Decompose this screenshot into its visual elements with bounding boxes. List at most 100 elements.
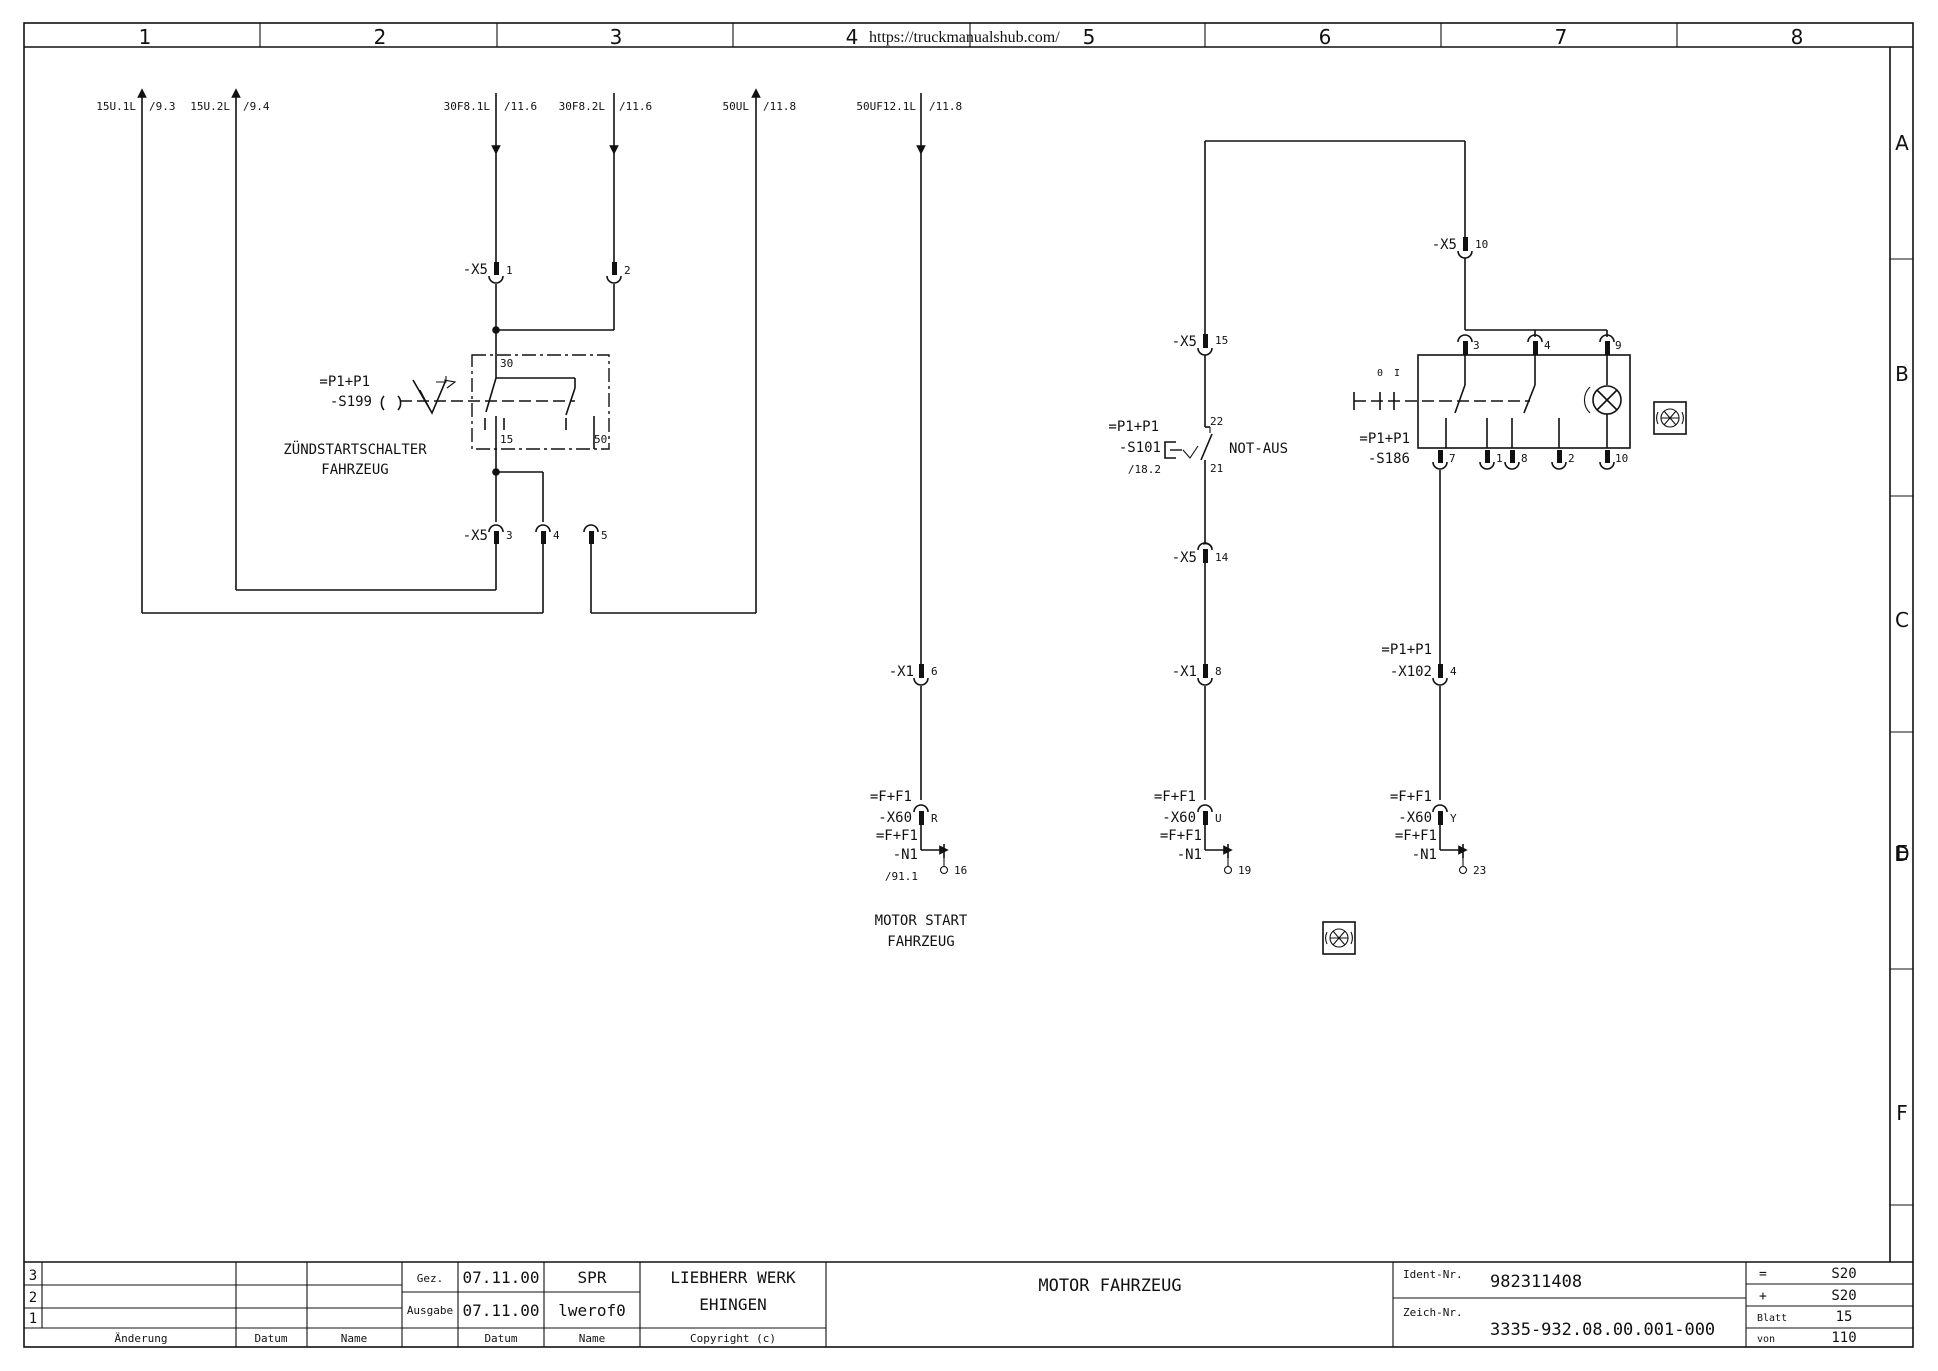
drawing-title: MOTOR FAHRZEUG (1038, 1276, 1181, 1296)
col-4: 4 (846, 25, 859, 49)
x60-location-u: =F+F1 (1154, 789, 1196, 805)
col-7: 7 (1555, 25, 1568, 49)
plus-value: S20 (1831, 1288, 1856, 1304)
pin-s101-22: 22 (1210, 415, 1223, 428)
n1-tag-23: -N1 (1412, 847, 1437, 863)
column-labels: 1 2 3 4 5 6 7 8 (139, 25, 1804, 49)
rev-1: 1 (29, 1311, 37, 1327)
gez-date: 07.11.00 (462, 1268, 539, 1287)
ref-name-15u1l: 15U.1L (96, 100, 136, 113)
x102-tag: -X102 (1390, 664, 1432, 680)
s101-ref: /18.2 (1128, 463, 1161, 476)
s186-pos-0: 0 (1377, 368, 1383, 379)
s101-tag: -S101 (1119, 440, 1161, 456)
s199-location: =P1+P1 (319, 374, 370, 390)
pin-x5-1: 1 (506, 264, 513, 277)
steering-symbol-icon-2 (1322, 921, 1356, 955)
s186-tag: -S186 (1368, 451, 1410, 467)
pin-x5-14: 14 (1215, 551, 1229, 564)
ausgabe-date: 07.11.00 (462, 1301, 539, 1320)
s186-pos-i: I (1394, 368, 1400, 379)
row-c: C (1895, 608, 1909, 632)
col-8: 8 (1791, 25, 1804, 49)
pin-s186-1: 1 (1496, 452, 1503, 465)
pin-x5-4: 4 (553, 529, 560, 542)
x102-location: =P1+P1 (1381, 642, 1432, 658)
pin-x60-y: Y (1450, 812, 1457, 825)
ignition-title-2: FAHRZEUG (321, 462, 388, 478)
s101-location: =P1+P1 (1108, 419, 1159, 435)
n1-ref: /91.1 (885, 870, 918, 883)
pin-s186-8: 8 (1521, 452, 1528, 465)
ignition-title-1: ZÜNDSTARTSCHALTER (283, 440, 427, 458)
n1-tag-19: -N1 (1177, 847, 1202, 863)
eq-value: S20 (1831, 1266, 1856, 1282)
pin-x60-r: R (931, 812, 938, 825)
row-f: F (1896, 1101, 1908, 1125)
blatt-label: Blatt (1757, 1313, 1787, 1324)
pin-sw-30: 30 (500, 357, 513, 370)
ignition-labels: -X5 1 2 =P1+P1 -S199 30 15 50 ZÜNDSTARTS… (283, 262, 630, 544)
x1-label-8: -X1 (1172, 664, 1197, 680)
pin-x60-u: U (1215, 812, 1222, 825)
ignition-circuit (137, 88, 761, 614)
s199-tag: -S199 (330, 394, 372, 410)
ausgabe-name: lwerof0 (558, 1301, 625, 1320)
gez-name: SPR (578, 1268, 607, 1287)
row-labels: A B C D F (1894, 131, 1909, 1125)
title-block (24, 1262, 1913, 1347)
motor-start-title-2: FAHRZEUG (887, 934, 954, 950)
rev-header-datum: Datum (254, 1332, 287, 1345)
col-3: 3 (610, 25, 623, 49)
reference-labels: 15U.1L /9.3 15U.2L /9.4 30F8.1L /11.6 30… (96, 100, 962, 113)
pin-x5-2: 2 (624, 264, 631, 277)
rev-header-aenderung: Änderung (115, 1332, 168, 1345)
x5-label-1: -X5 (463, 262, 488, 278)
x5-label-10: -X5 (1432, 237, 1457, 253)
n1-location-23: =F+F1 (1395, 828, 1437, 844)
pin-s101-21: 21 (1210, 462, 1223, 475)
x1-label-6: -X1 (889, 664, 914, 680)
ausgabe-label: Ausgabe (407, 1304, 453, 1317)
pin-sw-50: 50 (594, 433, 607, 446)
ident-value: 982311408 (1490, 1272, 1582, 1292)
ref-name-30f82l: 30F8.2L (559, 100, 606, 113)
col-6: 6 (1319, 25, 1332, 49)
n1-location-16: =F+F1 (876, 828, 918, 844)
pin-s186-10: 10 (1615, 452, 1628, 465)
pin-s186-2: 2 (1568, 452, 1575, 465)
row-b: B (1895, 362, 1909, 386)
s186-labels: -X5 10 3 4 9 0 I =P1+P1 -S186 7 1 8 2 10… (1359, 237, 1628, 877)
ref-name-30f81l: 30F8.1L (444, 100, 491, 113)
pin-s186-4: 4 (1544, 339, 1551, 352)
company-line-2: EHINGEN (699, 1295, 766, 1314)
ref-target-30f81l: /11.6 (504, 100, 537, 113)
n1-tag-16: -N1 (893, 847, 918, 863)
x60-location-r: =F+F1 (870, 789, 912, 805)
not-aus-labels: -X5 15 22 =P1+P1 -S101 /18.2 21 NOT-AUS … (1108, 334, 1288, 877)
n1-location-19: =F+F1 (1160, 828, 1202, 844)
pin-n1-23: 23 (1473, 864, 1486, 877)
col-5: 5 (1083, 25, 1096, 49)
rev-2: 2 (29, 1290, 37, 1306)
s186-circuit (1353, 141, 1631, 875)
pin-x5-15: 15 (1215, 334, 1228, 347)
plus-label: + (1759, 1289, 1767, 1304)
pin-sw-15: 15 (500, 433, 513, 446)
ident-label: Ident-Nr. (1403, 1268, 1463, 1281)
company-line-1: LIEBHERR WERK (670, 1268, 796, 1287)
von-label: von (1757, 1334, 1775, 1345)
pin-x5-5: 5 (601, 529, 608, 542)
not-aus-circuit (1164, 140, 1465, 875)
pin-s186-9: 9 (1615, 339, 1622, 352)
pin-x1-8: 8 (1215, 665, 1222, 678)
x5-label-14: -X5 (1172, 550, 1197, 566)
row-a: A (1895, 131, 1909, 155)
motor-start-circuit (913, 93, 949, 875)
ref-target-50ul: /11.8 (763, 100, 796, 113)
ref-target-15u1l: /9.3 (149, 100, 176, 113)
pin-x5-3: 3 (506, 529, 513, 542)
row-d: D (1894, 842, 1909, 866)
source-url[interactable]: https://truckmanualshub.com/ (869, 29, 1060, 46)
x60-tag-r: -X60 (878, 810, 912, 826)
